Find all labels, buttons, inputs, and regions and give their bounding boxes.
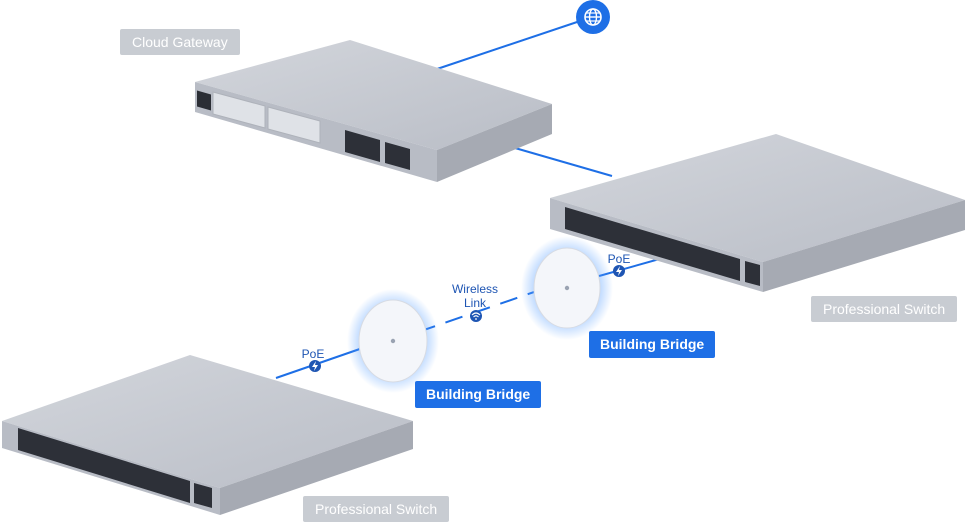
lightning-icon [309,360,321,372]
professional-switch-left-label: Professional Switch [303,496,450,522]
wifi-icon [470,310,482,322]
globe-icon [576,0,610,34]
poe-label-right: PoE [607,252,631,266]
wireless-label-line1: Wireless [451,282,498,296]
building-bridge-left-device[interactable] [347,289,439,393]
link-gateway-internet [436,16,593,70]
link-gateway-switch [514,147,613,177]
poe-label-left: PoE [301,347,325,361]
wireless-label-line2: Link [463,296,486,310]
building-bridge-right-label: Building Bridge [589,331,716,358]
building-bridge-right-device[interactable] [521,236,613,340]
professional-switch-right-label: Professional Switch [811,296,958,322]
building-bridge-left-label: Building Bridge [415,381,542,408]
lightning-icon [613,265,625,277]
professional-switch-left-device[interactable] [2,355,413,515]
cloud-gateway-label: Cloud Gateway [120,29,240,55]
cloud-gateway-device[interactable] [195,40,552,182]
professional-switch-right-device[interactable] [550,134,965,292]
